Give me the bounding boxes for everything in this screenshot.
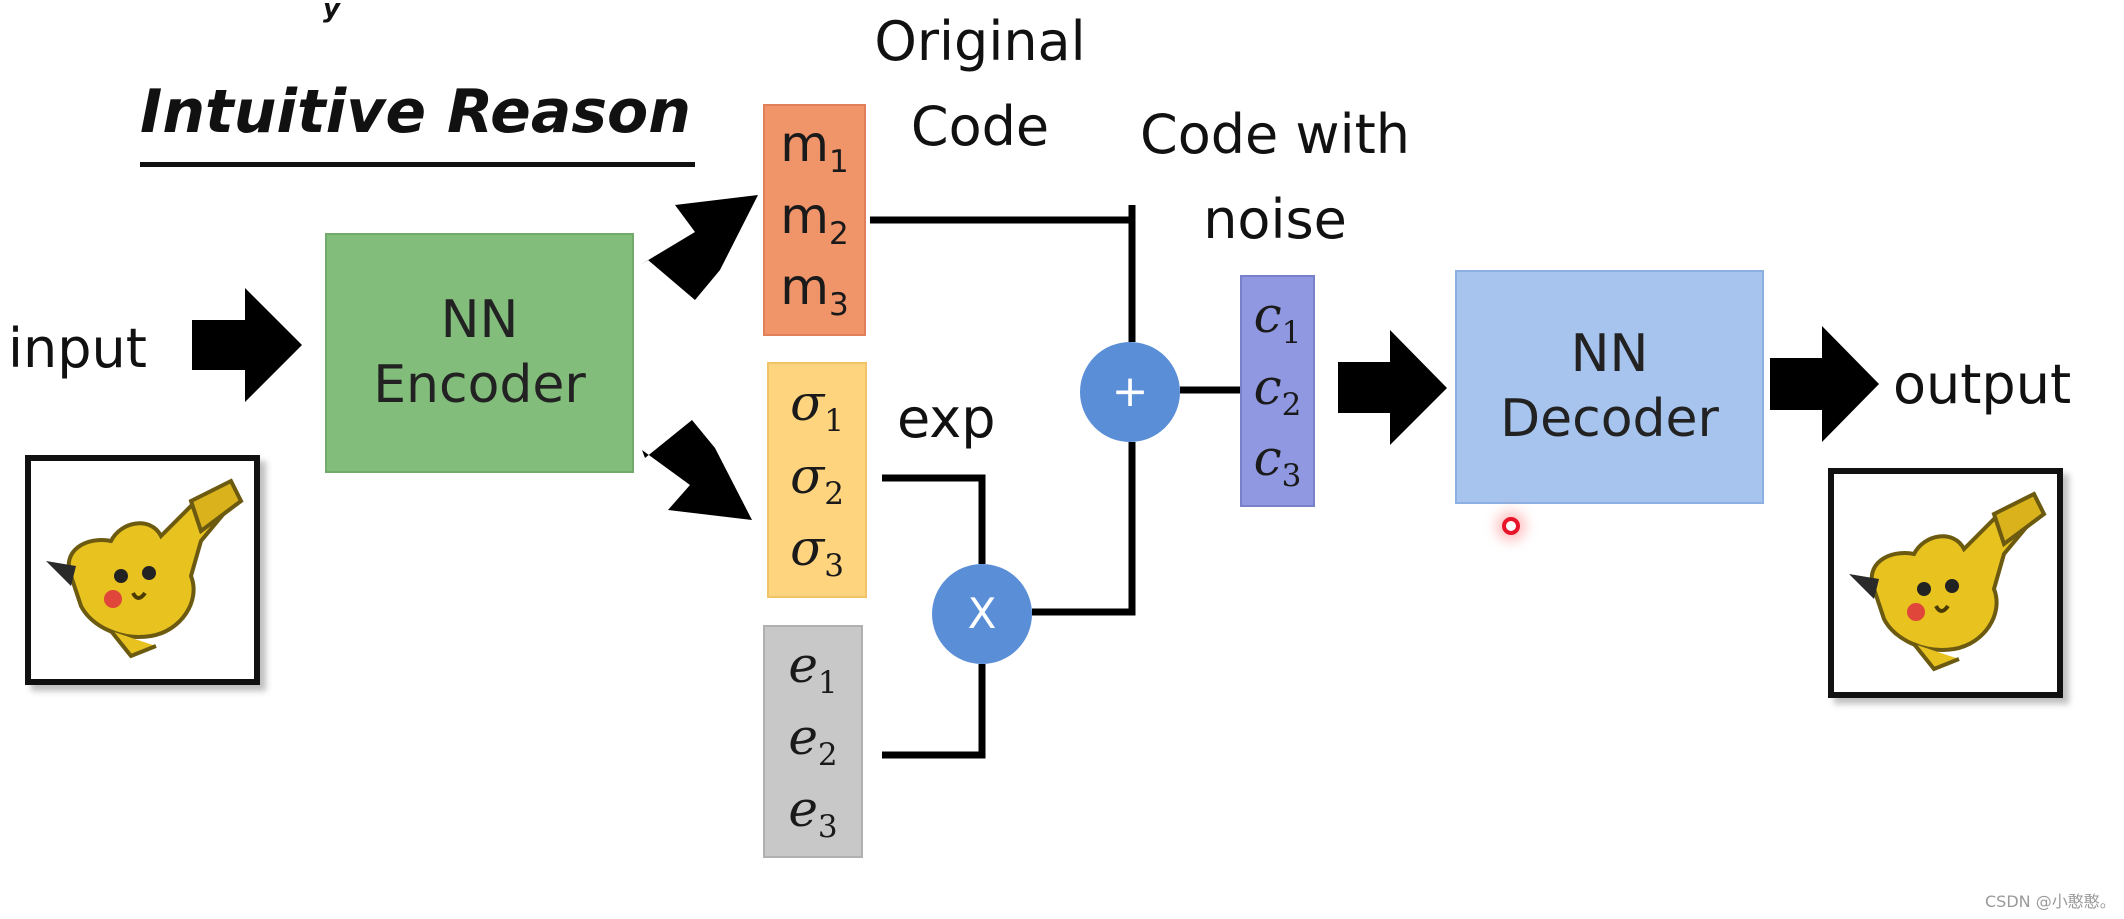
vector-c-item: c1: [1253, 285, 1302, 351]
line-m-to-plus: [870, 216, 1136, 342]
vector-sigma-item: σ1: [790, 373, 844, 439]
original-code-label-line1: Original: [874, 10, 1086, 73]
laser-pointer-icon: [1502, 517, 1520, 535]
vector-c-item: c3: [1253, 429, 1302, 495]
line-e-to-times: [882, 664, 986, 759]
line-sigma-to-times: [882, 474, 986, 564]
arrow-right-icon: [1770, 326, 1879, 442]
vector-c-code-with-noise: c1 c2 c3: [1240, 275, 1315, 507]
input-image-frame: [25, 455, 260, 685]
arrow-right-icon: [640, 195, 758, 300]
title-underline: [140, 162, 695, 167]
slide-title: Intuitive Reason: [140, 77, 691, 147]
vector-c-item: c2: [1253, 357, 1302, 423]
vector-sigma-item: σ3: [790, 519, 844, 585]
watermark-text: CSDN @小憨憨。: [1985, 892, 2116, 911]
encoder-label-line1: NN: [440, 290, 519, 350]
line-times-to-plus: [1032, 442, 1136, 616]
vector-e-item: e1: [788, 636, 838, 701]
output-image-frame: [1828, 468, 2063, 698]
arrow-right-icon: [1338, 330, 1447, 445]
vector-e-item: e2: [788, 708, 838, 773]
times-operator-node: X: [932, 564, 1032, 664]
plus-operator-node: +: [1080, 342, 1180, 442]
cropped-header-text: y: [323, 0, 340, 24]
nn-decoder-box: NN Decoder: [1455, 270, 1764, 504]
vector-m-item: m2: [780, 186, 849, 252]
arrow-right-icon: [192, 288, 302, 402]
code-with-noise-label-line2: noise: [1203, 188, 1347, 251]
vector-e-noise: e1 e2 e3: [763, 625, 863, 858]
vector-sigma: σ1 σ2 σ3: [767, 362, 867, 598]
input-label: input: [8, 317, 147, 380]
arrow-right-icon: [642, 420, 752, 520]
original-code-label-line2: Code: [910, 95, 1050, 158]
pikachu-icon: [1849, 491, 2047, 672]
code-with-noise-label-line1: Code with: [1140, 103, 1410, 166]
decoder-label-line1: NN: [1570, 324, 1649, 384]
vector-m-item: m1: [780, 114, 849, 180]
vector-e-item: e3: [788, 780, 838, 845]
vector-m-item: m3: [780, 258, 849, 324]
vector-sigma-item: σ2: [790, 446, 844, 512]
encoder-label-line2: Encoder: [373, 355, 586, 415]
decoder-label-line2: Decoder: [1500, 389, 1719, 449]
output-label: output: [1893, 353, 2072, 416]
exp-label: exp: [897, 387, 996, 450]
vector-m-original-code: m1 m2 m3: [763, 104, 866, 336]
pikachu-icon: [46, 478, 244, 659]
nn-encoder-box: NN Encoder: [325, 233, 634, 473]
